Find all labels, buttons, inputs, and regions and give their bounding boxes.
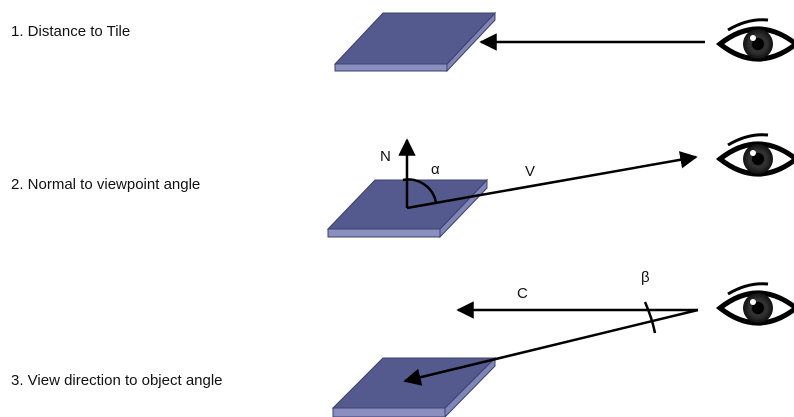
alpha-angle-arc <box>402 178 438 204</box>
beta-label: β <box>641 269 650 286</box>
eye-icon <box>720 20 794 59</box>
object-direction-vector <box>403 308 699 386</box>
caption-normal-to-viewpoint-angle: 2. Normal to viewpoint angle <box>11 176 200 193</box>
tile-1 <box>333 11 497 73</box>
view-direction-label: C <box>517 285 528 302</box>
beta-angle-arc <box>643 301 657 334</box>
eye-icon <box>720 135 794 174</box>
caption-distance-to-tile: 1. Distance to Tile <box>11 23 130 40</box>
alpha-label: α <box>431 161 440 178</box>
tile-3 <box>331 356 497 417</box>
view-vector-label: V <box>525 163 535 180</box>
normal-label: N <box>380 148 391 165</box>
caption-view-direction-to-object-angle: 3. View direction to object angle <box>11 372 223 389</box>
eye-icon <box>720 284 794 323</box>
view-vector <box>406 151 698 210</box>
